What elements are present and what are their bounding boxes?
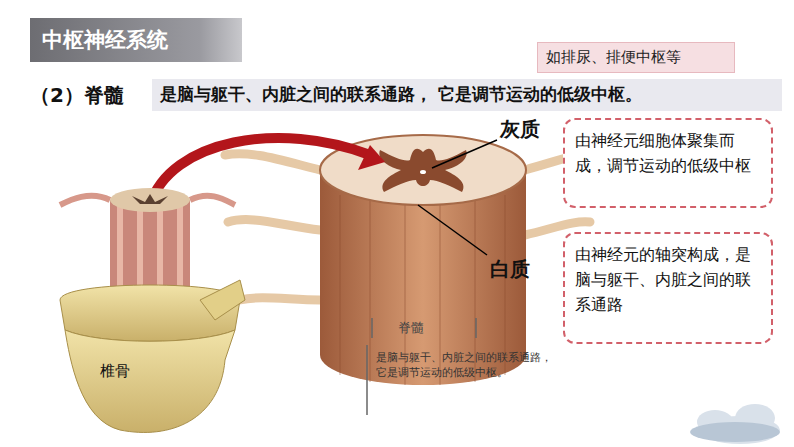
box-heading: （2）脊髓: [30, 82, 152, 109]
cloud-decoration: [690, 404, 780, 444]
title-banner: [30, 18, 242, 62]
part-label: 白质: [490, 256, 530, 283]
text-box: 脊髓是脑与躯干、内脏之间的联系通路，它是调节运动的低级中枢。: [372, 318, 562, 408]
text-box: 由神经元细胞体聚集而成，调节运动的低级中枢: [563, 118, 773, 208]
box-text: 由神经元细胞体聚集而成，调节运动的低级中枢: [575, 128, 761, 178]
leader-line: [432, 140, 497, 168]
gray-matter-butterfly: [379, 149, 466, 192]
part-label: 椎骨: [100, 362, 130, 381]
text-box: （2）脊髓是脑与躯干、内脏之间的联系通路， 它是调节运动的低级中枢。: [30, 78, 782, 112]
box-text: 是脑与躯干、内脏之间的联系通路， 它是调节运动的低级中枢。: [152, 79, 782, 111]
box-text: 是脑与躯干、内脏之间的联系通路，它是调节运动的低级中枢。: [372, 350, 562, 380]
box-text: 如排尿、排便中枢等: [546, 47, 726, 68]
text-box: 由神经元的轴突构成，是脑与躯干、内脏之间的联系通路: [563, 232, 773, 344]
box-text: 由神经元的轴突构成，是脑与躯干、内脏之间的联系通路: [575, 242, 761, 317]
part-label: 灰质: [500, 116, 540, 143]
box-heading: 脊髓: [372, 318, 562, 338]
vertebra: [60, 188, 245, 432]
leader-line: [418, 205, 487, 255]
slide-title: 中枢神经系统: [42, 24, 168, 56]
text-box: 如排尿、排便中枢等: [537, 42, 735, 73]
